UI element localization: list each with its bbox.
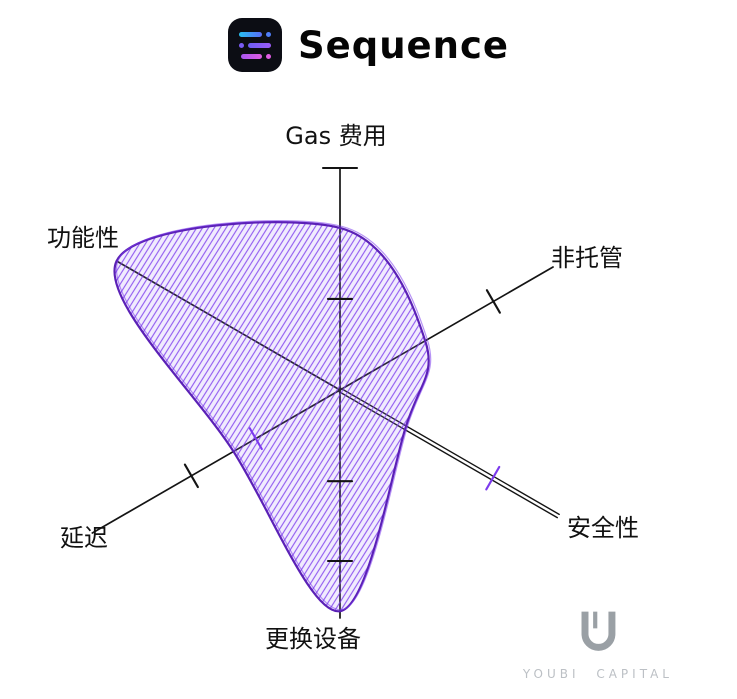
axis-tick — [485, 465, 501, 491]
axis-tick — [485, 289, 501, 314]
axis-label: 安全性 — [567, 514, 639, 542]
header: Sequence — [0, 14, 737, 76]
brand-wordmark: Sequence — [297, 23, 510, 67]
axis-label: 更换设备 — [265, 625, 361, 653]
watermark: YOUBI CAPITAL — [523, 607, 673, 681]
axis-label: 非托管 — [551, 244, 623, 272]
logo-bar — [238, 32, 262, 37]
axis-label: 功能性 — [47, 224, 119, 252]
youbi-logo-icon — [581, 611, 616, 651]
logo-bar — [240, 54, 262, 59]
axis-tick — [183, 463, 199, 489]
watermark-text: YOUBI CAPITAL — [522, 667, 673, 681]
logo-bar — [247, 43, 271, 48]
radar-area-hatch — [113, 221, 430, 613]
radar-shape-layer — [113, 220, 432, 613]
axis-label: Gas 费用 — [285, 122, 386, 150]
radar-area-sketch-stroke — [115, 220, 432, 611]
logo-dot — [265, 32, 271, 37]
logo-dot — [265, 54, 271, 59]
logo-dot — [238, 43, 244, 48]
axis-tick — [248, 427, 263, 451]
axis-label: 延迟 — [60, 524, 108, 552]
ticks-layer — [183, 166, 501, 563]
sequence-logo-icon — [227, 18, 282, 72]
